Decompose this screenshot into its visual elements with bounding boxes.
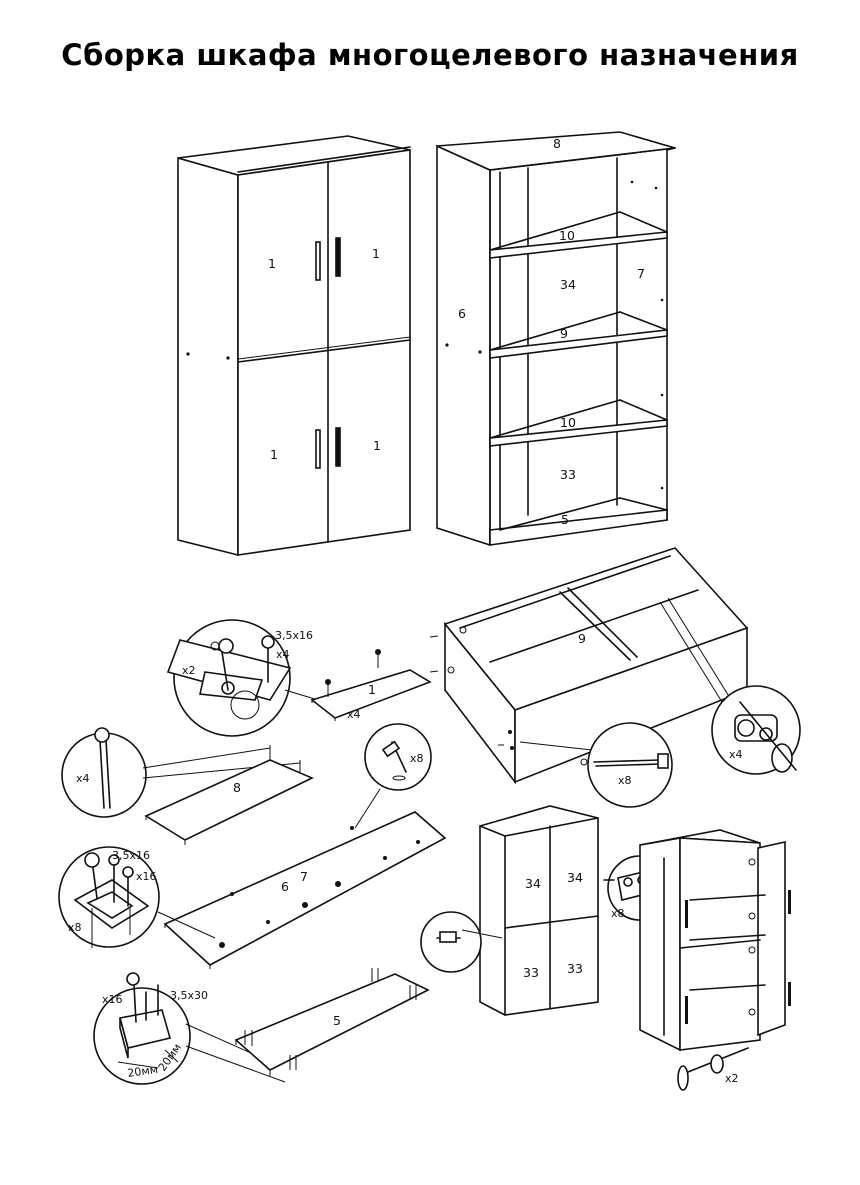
back-label-upper-right: 34 <box>567 870 583 885</box>
bracket-screw-label: 3,5x16 <box>112 849 150 862</box>
hinge-plate-qty: x8 <box>611 907 625 920</box>
step-door-qty: x4 <box>347 708 361 721</box>
step-base-label: 5 <box>333 1013 341 1028</box>
door-label-top-left: 1 <box>268 256 276 271</box>
step-carcass-label: 9 <box>578 631 586 646</box>
dim-label-a: 20мм <box>127 1063 159 1080</box>
step-doors-fitted: x8 x2 <box>603 829 791 1091</box>
label-partition-lower: 33 <box>560 467 576 482</box>
cam-qty-right: x4 <box>729 748 743 761</box>
label-shelf-lower: 10 <box>560 415 576 430</box>
step-back-panels: 34 34 33 33 <box>420 805 599 1016</box>
label-shelf-upper: 10 <box>559 228 575 243</box>
closed-cabinet: 1 1 1 1 <box>177 135 411 557</box>
back-label-lower-left: 33 <box>523 965 539 980</box>
step-carcass: 9 x4 x8 <box>429 547 801 808</box>
step-door-hinges: 3,5x16 x4 x2 1 x4 <box>166 619 432 737</box>
bracket-qty-b: x8 <box>68 921 82 934</box>
step-sides-label-b: 7 <box>300 869 308 884</box>
door-label-bottom-right: 1 <box>373 438 381 453</box>
hinge-qty-b: x2 <box>182 664 196 677</box>
step-base-panel: x16 3,5x30 20мм 20мм 5 <box>93 968 430 1085</box>
hinge-screw-label: 3,5x16 <box>275 629 313 642</box>
label-side-panel: 6 <box>458 306 466 321</box>
hinge-qty-a: x4 <box>276 648 290 661</box>
foot-screw-label: 3,5x30 <box>170 989 208 1002</box>
label-back-panel: 7 <box>637 266 645 281</box>
back-label-lower-right: 33 <box>567 961 583 976</box>
door-bolt-qty: x2 <box>725 1072 739 1085</box>
page-title: Сборка шкафа многоцелевого назначения <box>61 38 799 72</box>
step-door-label: 1 <box>368 682 376 697</box>
label-bottom-panel: 5 <box>561 512 569 527</box>
bolt-qty: x8 <box>618 774 632 787</box>
step-top-panel: x4 8 <box>61 727 314 845</box>
label-top-panel: 8 <box>553 136 561 151</box>
back-label-upper-left: 34 <box>525 876 541 891</box>
foot-qty: x16 <box>102 993 123 1006</box>
dowel-qty: x4 <box>76 772 90 785</box>
door-label-bottom-left: 1 <box>270 447 278 462</box>
step-sides-label-a: 6 <box>281 879 289 894</box>
bracket-qty-a: x16 <box>136 870 157 883</box>
open-cabinet: 8 6 7 10 34 9 10 33 5 <box>436 131 676 547</box>
step-top-label: 8 <box>233 780 241 795</box>
step-brackets: 3,5x16 x16 x8 <box>58 846 216 948</box>
step-side-panels: x8 6 7 <box>163 723 447 969</box>
cam-qty-small: x8 <box>410 752 424 765</box>
label-shelf-mid: 9 <box>560 326 568 341</box>
door-label-top-right: 1 <box>372 246 380 261</box>
label-partition-upper: 34 <box>560 277 576 292</box>
